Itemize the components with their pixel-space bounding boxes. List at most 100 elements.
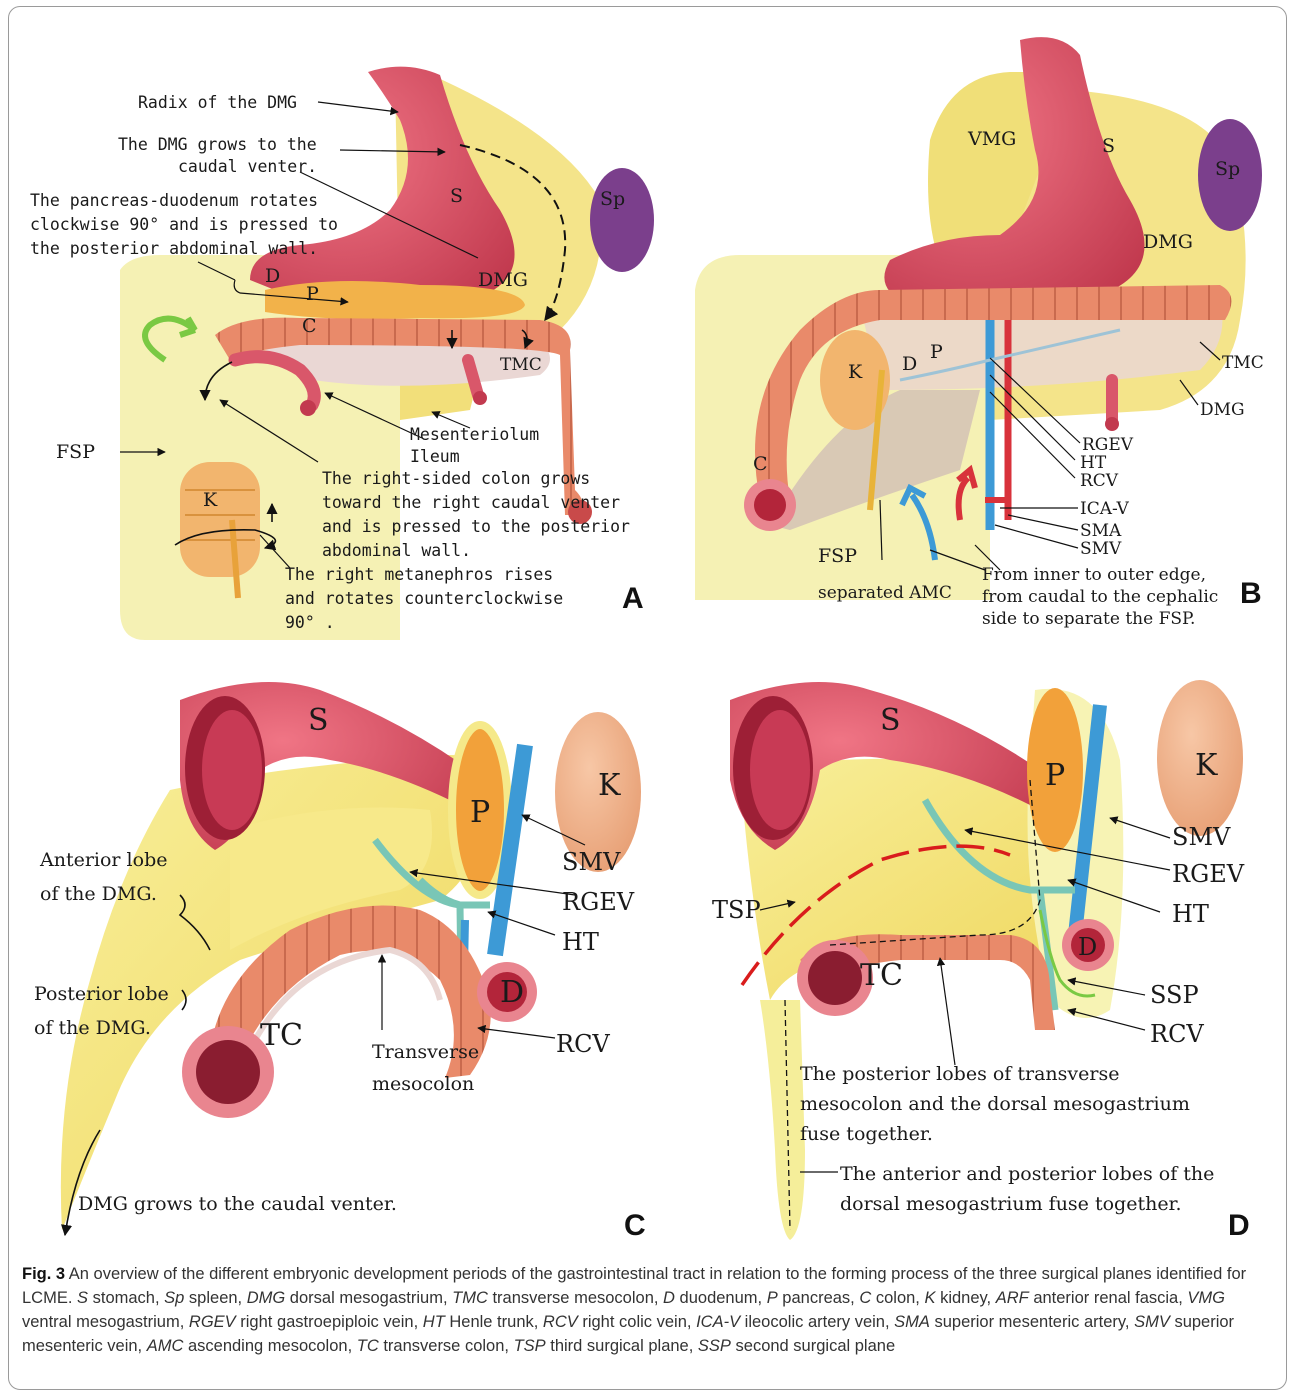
label-s-a: S: [450, 185, 463, 207]
label-c-b: C: [753, 453, 768, 475]
caption-abbreviations: S stomach, Sp spleen, DMG dorsal mesogas…: [22, 1289, 1234, 1355]
caption-abbr-key: TMC: [452, 1289, 488, 1307]
caption-abbr-value: spleen,: [184, 1289, 246, 1307]
caption-fig-label: Fig. 3: [22, 1265, 65, 1283]
label-k-b: K: [848, 361, 863, 383]
label-mesenteriolum: Mesenteriolum: [410, 425, 539, 444]
caption-abbr-value: duodenum,: [675, 1289, 767, 1307]
caption-abbr-key: SMA: [894, 1313, 930, 1331]
caption-abbr-key: SMV: [1134, 1313, 1170, 1331]
label-icav-b: ICA-V: [1080, 499, 1130, 519]
label-fuse-2: mesocolon and the dorsal mesogastrium: [800, 1093, 1190, 1115]
caption-abbr-value: kidney,: [936, 1289, 996, 1307]
panel-letter-c: C: [624, 1209, 646, 1242]
caption-abbr-key: SSP: [698, 1337, 731, 1355]
label-grows-1: The DMG grows to the: [118, 135, 317, 154]
label-d-d: D: [1078, 933, 1097, 961]
caption-abbr-value: third surgical plane,: [546, 1337, 698, 1355]
label-k-d: K: [1195, 748, 1218, 783]
caption-abbr-key: ICA-V: [696, 1313, 740, 1331]
label-pancreas-3: the posterior abdominal wall.: [30, 239, 318, 258]
label-kidney-1: The right metanephros rises: [285, 565, 553, 584]
label-fsp-a: FSP: [56, 441, 95, 463]
label-k-c: K: [598, 768, 621, 803]
panel-b: VMG S Sp DMG K D P C TMC DMG RGEV HT RCV…: [695, 37, 1264, 629]
fused-lobe-d: [760, 1000, 805, 1240]
label-note-1: From inner to outer edge,: [982, 565, 1206, 585]
label-posterior-2: of the DMG.: [34, 1017, 151, 1039]
caption-abbr-key: TC: [357, 1337, 379, 1355]
label-ht-c: HT: [562, 928, 599, 956]
mesentery-vessel-end-b: [1105, 417, 1119, 431]
label-fuse-4: The anterior and posterior lobes of the: [840, 1163, 1214, 1185]
label-pancreas-2: clockwise 90° and is pressed to: [30, 215, 338, 234]
label-ht-b: HT: [1080, 453, 1107, 473]
panel-letter-d: D: [1228, 1209, 1250, 1242]
caption-abbr-value: right gastroepiploic vein,: [236, 1313, 423, 1331]
label-pancreas-1: The pancreas-duodenum rotates: [30, 191, 318, 210]
caption-abbr-key: D: [663, 1289, 675, 1307]
label-d-a: D: [265, 265, 280, 287]
caption-abbr-value: dorsal mesogastrium,: [285, 1289, 452, 1307]
caption-abbr-key: RCV: [543, 1313, 578, 1331]
label-d-c: D: [500, 975, 524, 1010]
mesentery-vessel-end-a: [473, 391, 487, 405]
caption-abbr-key: HT: [423, 1313, 445, 1331]
stomach-lumen-inner-c: [202, 710, 262, 830]
caption-abbr-value: second surgical plane: [731, 1337, 895, 1355]
label-ileum: Ileum: [410, 447, 460, 466]
label-c-a: C: [302, 315, 317, 337]
label-tc-d: TC: [860, 958, 903, 993]
label-p-d: P: [1045, 758, 1065, 793]
label-grows-2: caudal venter.: [178, 157, 317, 176]
caption-abbr-value: Henle trunk,: [445, 1313, 543, 1331]
caption-abbr-key: RGEV: [189, 1313, 236, 1331]
label-fuse-1: The posterior lobes of transverse: [800, 1063, 1119, 1085]
label-d-b: D: [902, 353, 917, 375]
label-dmg2-b: DMG: [1200, 400, 1245, 420]
caption-abbr-key: K: [924, 1289, 935, 1307]
label-ssp-d: SSP: [1150, 981, 1199, 1009]
spleen-a: [590, 168, 654, 272]
caption-abbr-value: superior mesenteric artery,: [930, 1313, 1134, 1331]
caption-abbr-key: Sp: [164, 1289, 184, 1307]
label-tmc-b: TMC: [1222, 353, 1264, 373]
label-dmg-b: DMG: [1143, 231, 1193, 253]
caption-abbr-value: anterior renal fascia,: [1029, 1289, 1188, 1307]
caption-abbr-value: right colic vein,: [578, 1313, 696, 1331]
ileum-end-a: [300, 400, 316, 416]
label-posterior-1: Posterior lobe: [34, 983, 169, 1005]
caption-abbr-value: ventral mesogastrium,: [22, 1313, 189, 1331]
label-fuse-5: dorsal mesogastrium fuse together.: [840, 1193, 1182, 1215]
colon-end-inner-b: [754, 489, 786, 521]
caption-abbr-value: pancreas,: [778, 1289, 860, 1307]
caption-abbr-value: colon,: [871, 1289, 924, 1307]
label-rgev-b: RGEV: [1082, 435, 1134, 455]
caption-abbr-key: AMC: [147, 1337, 184, 1355]
label-smv-d: SMV: [1172, 823, 1231, 851]
label-k-a: K: [203, 489, 218, 511]
label-anterior-2: of the DMG.: [40, 883, 157, 905]
panel-letter-a: A: [622, 582, 644, 615]
label-kidney-2: and rotates counterclockwise: [285, 589, 563, 608]
label-rcv-b: RCV: [1080, 471, 1119, 491]
caption-abbr-key: TSP: [514, 1337, 546, 1355]
label-tc-c: TC: [260, 1018, 303, 1053]
caption-abbr-value: transverse colon,: [379, 1337, 514, 1355]
caption-abbr-key: ARF: [996, 1289, 1029, 1307]
label-p-c: P: [470, 795, 490, 830]
label-fuse-3: fuse together.: [800, 1123, 933, 1145]
label-smv-c: SMV: [562, 848, 621, 876]
label-colon-1: The right-sided colon grows: [322, 469, 590, 488]
label-note-2: from caudal to the cephalic: [982, 587, 1218, 607]
label-note-3: side to separate the FSP.: [982, 609, 1195, 629]
label-s-d: S: [880, 703, 901, 738]
label-tsp-d: TSP: [712, 896, 761, 924]
label-vmg-b: VMG: [967, 128, 1016, 150]
panel-c: S K P SMV RGEV HT D RCV TC Anterior lobe…: [34, 682, 646, 1242]
tc-end-inner-c: [196, 1040, 260, 1104]
caption-abbr-key: DMG: [247, 1289, 286, 1307]
panel-d: S K P SMV RGEV HT TSP D TC SSP RCV The p…: [712, 680, 1250, 1242]
figure-caption: Fig. 3 An overview of the different embr…: [22, 1262, 1272, 1358]
